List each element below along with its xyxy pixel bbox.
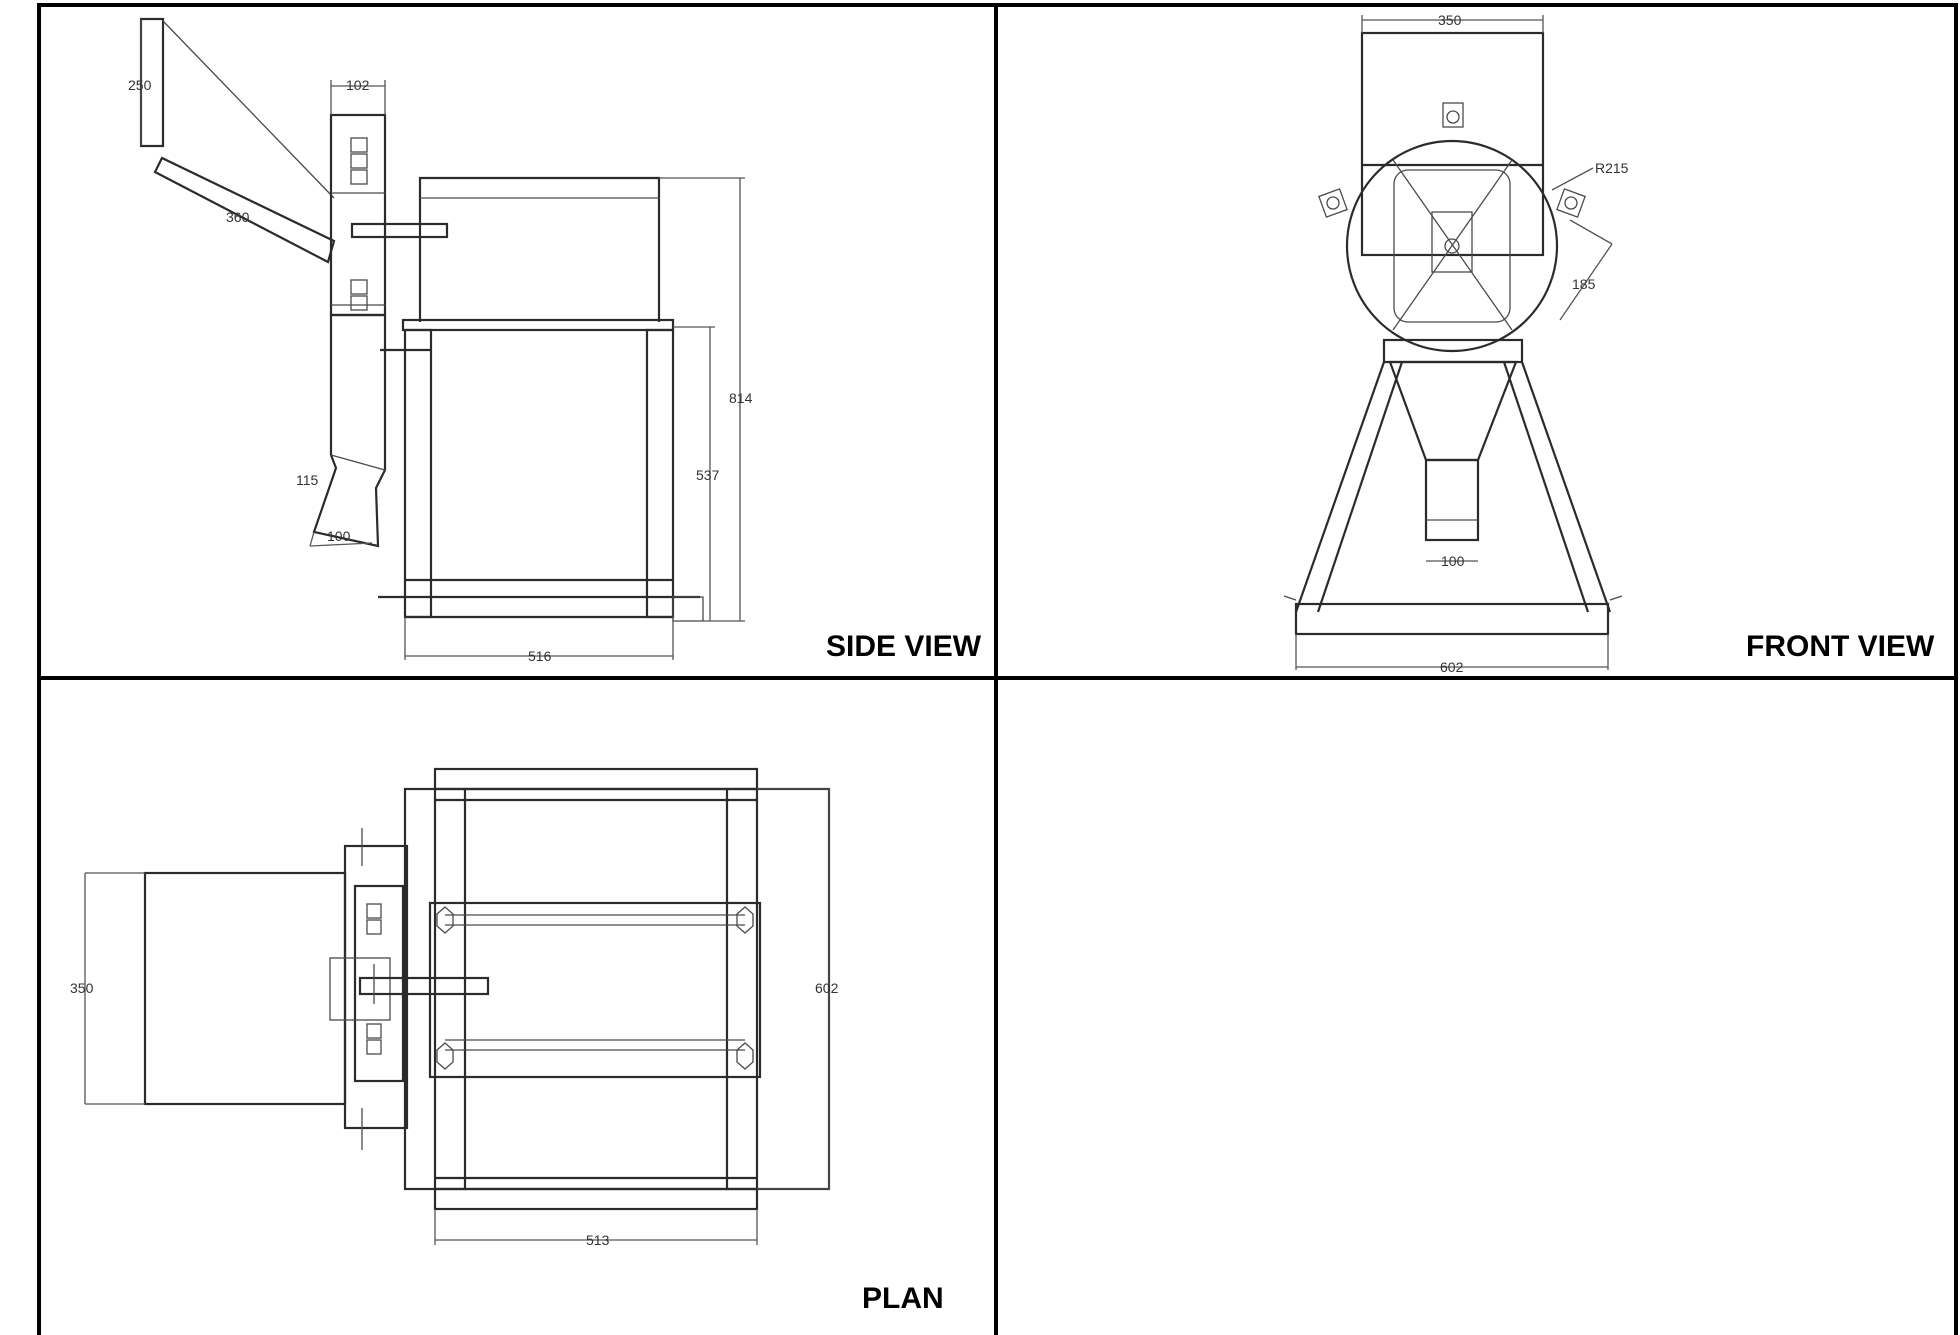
plan-table-top bbox=[433, 767, 759, 1211]
outlet-tube bbox=[1424, 458, 1480, 542]
stand-leg-left bbox=[403, 328, 433, 619]
dim-102: 102 bbox=[346, 77, 370, 93]
lug-left bbox=[1318, 188, 1348, 218]
front-hopper bbox=[1360, 31, 1545, 257]
dim-360: 360 bbox=[226, 209, 250, 225]
dim-516: 516 bbox=[528, 648, 552, 664]
plan-view: 350 602 513 PLAN bbox=[70, 767, 944, 1315]
dim-115: 115 bbox=[296, 472, 319, 488]
front-view: 350 R215 185 100 602 FRONT VIEW bbox=[1283, 12, 1935, 675]
dim-537: 537 bbox=[696, 467, 720, 483]
front-dim-185: 185 bbox=[1572, 276, 1596, 292]
stand-top-rail bbox=[401, 318, 675, 332]
housing-column bbox=[329, 113, 387, 317]
dim-814: 814 bbox=[729, 390, 753, 406]
dim-100: 100 bbox=[327, 528, 351, 544]
plan-dim-602: 602 bbox=[815, 980, 839, 996]
dim-250: 250 bbox=[128, 77, 152, 93]
plan-dim-350: 350 bbox=[70, 980, 94, 996]
lid-hinge-line bbox=[162, 20, 335, 199]
plan-housing bbox=[343, 844, 409, 1130]
plan-stand-outline bbox=[403, 787, 831, 1191]
drawing-frame bbox=[37, 3, 1958, 1335]
outlet-funnel bbox=[1388, 360, 1518, 462]
lug-right bbox=[1556, 188, 1586, 218]
stand-leg-right bbox=[645, 328, 675, 619]
discharge-tube bbox=[312, 313, 387, 548]
inlet-chute bbox=[153, 156, 336, 264]
side-view-label: SIDE VIEW bbox=[826, 630, 982, 663]
front-view-label: FRONT VIEW bbox=[1746, 630, 1935, 663]
front-dim-350: 350 bbox=[1438, 12, 1462, 28]
top-bin bbox=[418, 176, 661, 322]
plan-inner-rails bbox=[428, 901, 762, 1079]
drum bbox=[1345, 139, 1559, 353]
front-dim-100: 100 bbox=[1441, 553, 1465, 569]
plan-hopper bbox=[143, 871, 347, 1106]
front-dim-602: 602 bbox=[1440, 659, 1464, 675]
shaft bbox=[350, 222, 449, 239]
side-view: 250 102 360 814 537 115 100 516 SIDE VIE… bbox=[128, 17, 982, 664]
front-base bbox=[1294, 602, 1610, 636]
plan-view-label: PLAN bbox=[862, 1282, 944, 1315]
lug-top bbox=[1442, 102, 1464, 128]
front-dim-r215: R215 bbox=[1595, 160, 1629, 176]
plan-shaft bbox=[358, 976, 490, 996]
plan-dim-513: 513 bbox=[586, 1232, 610, 1248]
